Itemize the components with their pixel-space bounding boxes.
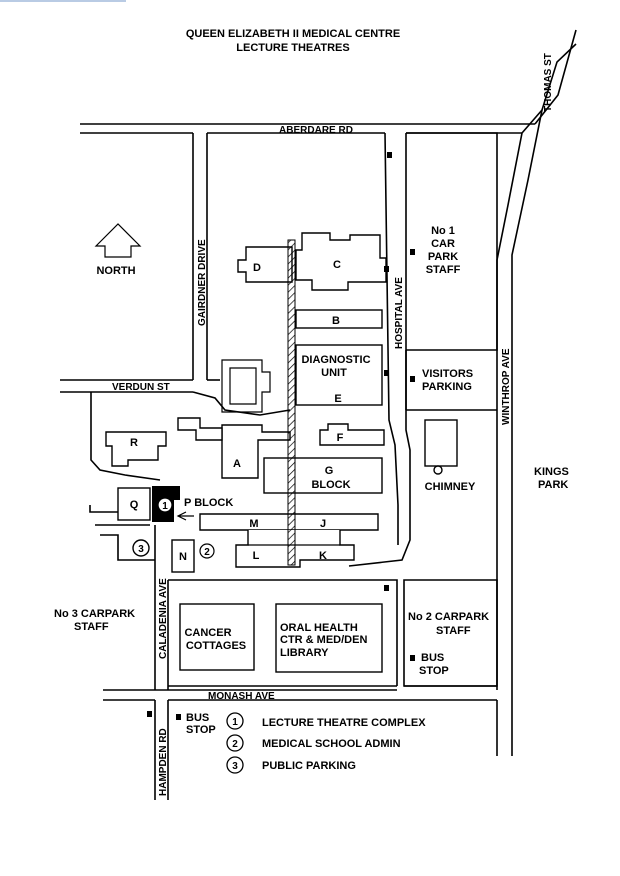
street-label-monash: MONASH AVE	[208, 691, 275, 702]
bus-stop-right-label-1: BUS	[421, 652, 444, 664]
marker-2-label: 2	[204, 547, 210, 558]
legend-1-text: LECTURE THEATRE COMPLEX	[262, 717, 426, 729]
building-b-label: B	[332, 315, 340, 327]
building-a-label: A	[233, 458, 241, 470]
kings-park-label-2: PARK	[538, 479, 568, 491]
building-r-label: R	[130, 437, 138, 449]
marker-3-label: 3	[138, 544, 144, 555]
cancer-cottages-label-2: COTTAGES	[186, 640, 246, 652]
no3-carpark-label-1: No 3 CARPARK	[54, 608, 135, 620]
street-label-caladenia: CALADENIA AVE	[158, 578, 169, 659]
no2-carpark-label-2: STAFF	[436, 625, 471, 637]
building-q-label: Q	[130, 499, 139, 511]
oral-health-label-1: ORAL HEALTH	[280, 622, 358, 634]
bus-stop-left-label-1: BUS	[186, 712, 209, 724]
no2-carpark-label-1: No 2 CARPARK	[408, 611, 489, 623]
building-m-label: M	[249, 518, 258, 530]
bus-stop-right-label-2: STOP	[419, 665, 449, 677]
legend-2-number: 2	[232, 739, 238, 750]
building-e-label: E	[334, 393, 341, 405]
marker-1-label: 1	[162, 501, 168, 512]
no1-carpark-label-4: STAFF	[426, 264, 461, 276]
legend-1-number: 1	[232, 717, 238, 728]
oral-health-label-3: LIBRARY	[280, 647, 329, 659]
building-k-label: K	[319, 550, 327, 562]
building-d-label: D	[253, 262, 261, 274]
buildings	[105, 232, 458, 673]
street-label-thomas: THOMAS ST	[543, 53, 554, 112]
building-j-label: J	[320, 518, 326, 530]
street-label-aberdare: ABERDARE RD	[279, 125, 353, 136]
map-subtitle: LECTURE THEATRES	[236, 42, 349, 54]
building-f-label: F	[337, 432, 344, 444]
north-label: NORTH	[96, 265, 135, 277]
bus-stop-left-label-2: STOP	[186, 724, 216, 736]
street-label-hampden: HAMPDEN RD	[158, 728, 169, 796]
visitors-parking-label-1: VISITORS	[422, 368, 473, 380]
legend-2-text: MEDICAL SCHOOL ADMIN	[262, 738, 401, 750]
street-label-winthrop: WINTHROP AVE	[501, 348, 512, 425]
legend-3-number: 3	[232, 761, 238, 772]
street-label-gairdner: GAIRDNER DRIVE	[197, 239, 208, 326]
street-label-verdun: VERDUN ST	[112, 382, 170, 393]
no1-carpark-label-3: PARK	[428, 251, 458, 263]
building-n-label: N	[179, 551, 187, 563]
map-title: QUEEN ELIZABETH II MEDICAL CENTRE	[186, 28, 400, 40]
chimney-label: CHIMNEY	[425, 481, 476, 493]
no1-carpark-label-1: No 1	[431, 225, 455, 237]
building-g-label-1: G	[325, 465, 334, 477]
north-arrow-icon	[94, 223, 142, 258]
marker-2-circle	[199, 543, 215, 559]
legend: 1 LECTURE THEATRE COMPLEX 2 MEDICAL SCHO…	[226, 712, 426, 774]
p-block-label: P BLOCK	[184, 497, 233, 509]
covered-walkway	[287, 239, 296, 566]
legend-3-text: PUBLIC PARKING	[262, 760, 356, 772]
stop-markers	[147, 152, 415, 720]
building-c-label: C	[333, 259, 341, 271]
no1-carpark-label-2: CAR	[431, 238, 455, 250]
road-network	[60, 29, 577, 800]
building-l-label: L	[253, 550, 260, 562]
street-label-hospital: HOSPITAL AVE	[394, 277, 405, 349]
diagnostic-unit-label-1: DIAGNOSTIC	[301, 354, 370, 366]
visitors-parking-label-2: PARKING	[422, 381, 472, 393]
kings-park-label-1: KINGS	[534, 466, 569, 478]
top-edge-strip	[0, 0, 126, 2]
marker-3-circle	[132, 539, 150, 557]
p-block-pointer-arrow-icon	[176, 511, 194, 521]
building-g-label-2: BLOCK	[311, 479, 350, 491]
oral-health-label-2: CTR & MED/DEN	[280, 634, 367, 646]
no3-carpark-label-2: STAFF	[74, 621, 109, 633]
diagnostic-unit-label-2: UNIT	[321, 367, 347, 379]
cancer-cottages-label-1: CANCER	[184, 627, 231, 639]
marker-1-circle	[157, 497, 173, 513]
